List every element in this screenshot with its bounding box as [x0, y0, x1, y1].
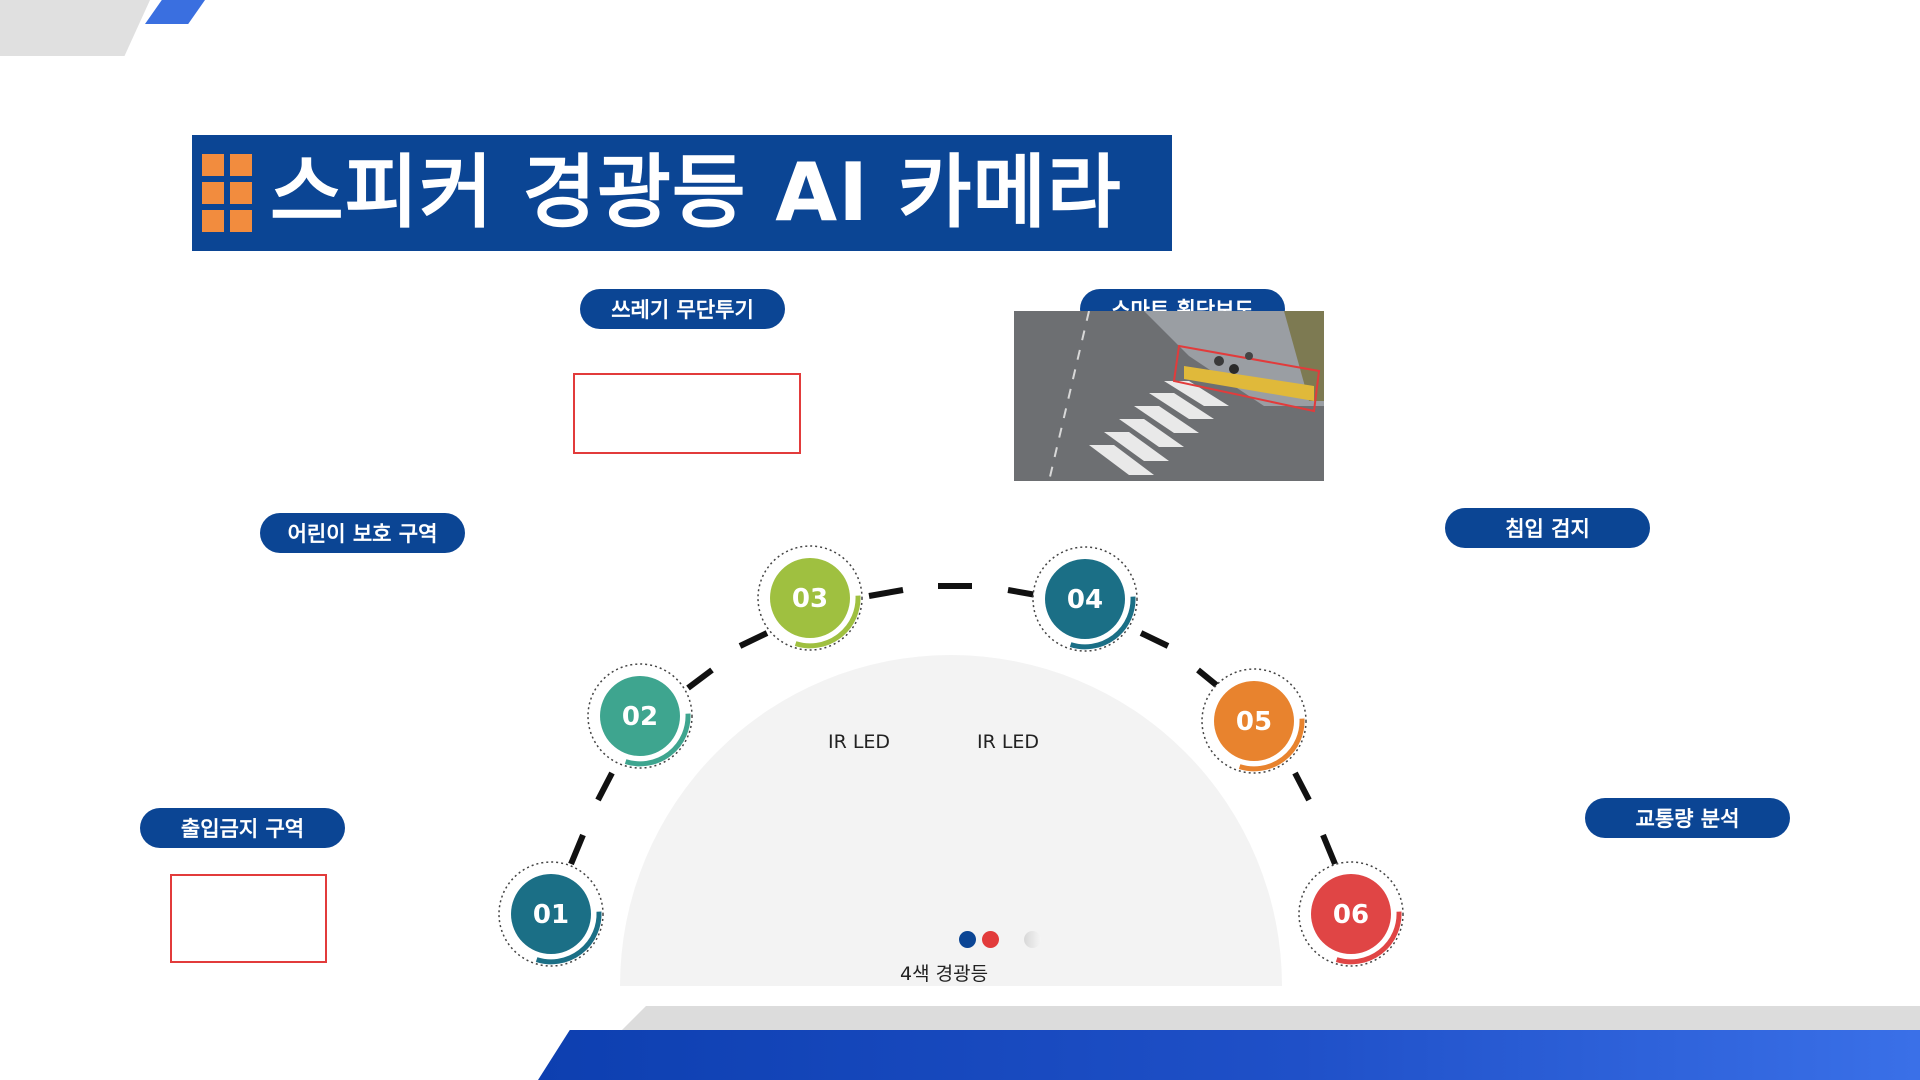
- bottom-stripe-blue: [538, 1030, 1920, 1080]
- label-child-zone: 어린이 보호 구역: [260, 513, 465, 553]
- light-dot-red: [982, 931, 999, 948]
- bottom-stripe-gray: [620, 1006, 1920, 1032]
- step-circle-05: 05: [1201, 668, 1307, 774]
- ir-led-label-left: IR LED: [828, 731, 891, 753]
- label-traffic: 교통량 분석: [1585, 798, 1790, 838]
- step-number: 05: [1236, 707, 1272, 737]
- image-placeholder-no-entry: [170, 874, 327, 963]
- step-number: 06: [1333, 900, 1369, 930]
- step-number: 04: [1067, 585, 1103, 615]
- step-number: 01: [533, 900, 569, 930]
- four-color-light-label: 4색 경광등: [900, 963, 989, 985]
- step-number: 03: [792, 584, 828, 614]
- step-circle-02: 02: [587, 663, 693, 769]
- step-circle-04: 04: [1032, 546, 1138, 652]
- label-trash: 쓰레기 무단투기: [580, 289, 785, 329]
- light-dot-blue: [959, 931, 976, 948]
- corner-decoration-gray: [0, 0, 150, 56]
- light-dot-white: [1024, 931, 1041, 948]
- crosswalk-photo: [1014, 311, 1324, 481]
- step-circle-06: 06: [1298, 861, 1404, 967]
- step-number: 02: [622, 702, 658, 732]
- image-placeholder-trash: [573, 373, 801, 454]
- step-circle-01: 01: [498, 861, 604, 967]
- step-circle-03: 03: [757, 545, 863, 651]
- page-title: 스피커 경광등 AI 카메라: [270, 146, 1122, 239]
- label-no-entry: 출입금지 구역: [140, 808, 345, 848]
- label-intrusion: 침입 검지: [1445, 508, 1650, 548]
- title-bar: 스피커 경광등 AI 카메라: [192, 135, 1172, 251]
- grid-icon: [202, 154, 252, 232]
- ir-led-label-right: IR LED: [977, 731, 1040, 753]
